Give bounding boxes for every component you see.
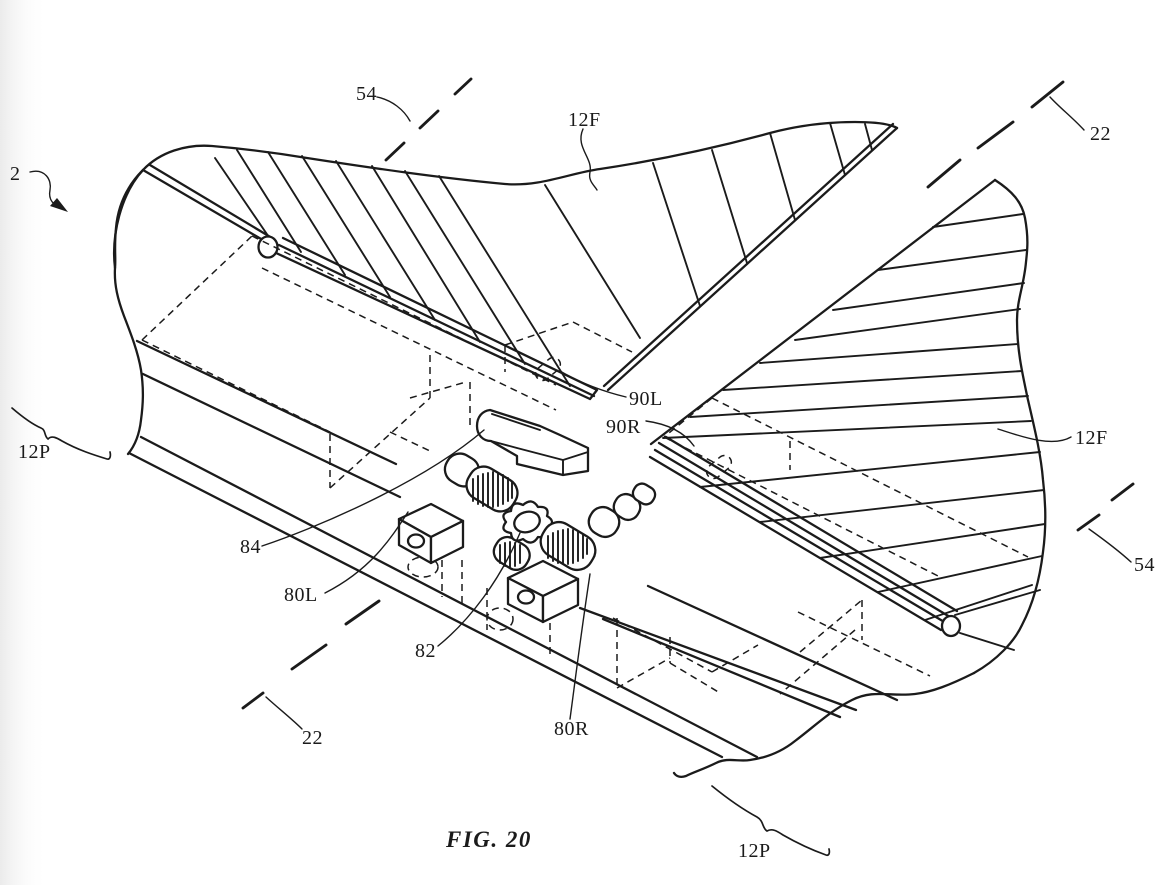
left-flap-face bbox=[143, 122, 897, 400]
leader-54-right bbox=[1088, 528, 1132, 563]
label-12f-right: 12F bbox=[1075, 427, 1108, 449]
hinge-mechanism bbox=[397, 356, 733, 624]
leader-90l bbox=[559, 370, 627, 398]
right-hinge-bar bbox=[648, 435, 959, 632]
rotation-axis-top-line bbox=[926, 80, 1065, 189]
bend-axis-right-line bbox=[1076, 482, 1135, 532]
hidden-edges bbox=[141, 235, 1029, 695]
label-80l: 80L bbox=[284, 584, 318, 606]
right-rod-end bbox=[940, 614, 962, 638]
left-flap-top-edge bbox=[113, 120, 899, 270]
leader-22-top bbox=[1049, 96, 1085, 131]
leader-22-bottom bbox=[265, 696, 303, 730]
block-left bbox=[397, 502, 465, 565]
label-54-top: 54 bbox=[356, 83, 377, 105]
reference-labels: 2 54 12F 22 12P 90L 90R 12F 84 80L 54 82… bbox=[10, 83, 1155, 862]
leader-90r bbox=[645, 420, 695, 447]
center-gear-bore bbox=[513, 510, 541, 534]
pin-left bbox=[534, 356, 562, 382]
scanned-page-edge bbox=[0, 0, 48, 885]
roller-right-knurl bbox=[547, 528, 588, 565]
right-flap-hatching bbox=[662, 213, 1046, 651]
bracket-cover-facets bbox=[490, 413, 589, 476]
label-54-right: 54 bbox=[1134, 554, 1155, 576]
leader-54-top bbox=[376, 96, 411, 122]
bend-axis-top-line bbox=[384, 77, 473, 162]
pin-right bbox=[705, 454, 733, 480]
axis-lines bbox=[241, 77, 1135, 710]
center-gear bbox=[502, 500, 554, 544]
label-80r: 80R bbox=[554, 718, 589, 740]
right-flap-face bbox=[650, 180, 1046, 673]
block-right bbox=[506, 559, 580, 624]
left-flap bbox=[113, 120, 899, 401]
brace-12p-left bbox=[11, 407, 112, 460]
brace-12p-bottom bbox=[711, 785, 831, 857]
right-flap-v-edge bbox=[649, 178, 997, 446]
right-flap-cut-edge bbox=[972, 178, 1047, 675]
leader-80r bbox=[569, 573, 591, 720]
label-82: 82 bbox=[415, 640, 436, 662]
left-flap-fold-edge bbox=[602, 122, 899, 392]
block-right-hole bbox=[516, 589, 536, 605]
roller-left-knurl bbox=[472, 471, 513, 508]
label-2: 2 bbox=[10, 163, 21, 185]
base-right-cut-edge bbox=[672, 671, 976, 778]
leader-82 bbox=[437, 532, 521, 647]
label-12f-top: 12F bbox=[568, 109, 601, 131]
label-12p-left: 12P bbox=[18, 441, 51, 463]
figure-caption: FIG. 20 bbox=[445, 827, 532, 852]
leader-80l bbox=[324, 511, 409, 594]
block-left-hole bbox=[406, 533, 426, 549]
label-12p-bottom: 12P bbox=[738, 840, 771, 862]
roller-left bbox=[443, 452, 519, 513]
label-90r: 90R bbox=[606, 416, 641, 438]
label-22-top: 22 bbox=[1090, 123, 1111, 145]
spline-shaft bbox=[492, 535, 531, 571]
left-flap-hatching bbox=[214, 122, 873, 387]
label-84: 84 bbox=[240, 536, 261, 558]
leader-84 bbox=[261, 429, 485, 547]
leader-12f-right bbox=[997, 428, 1072, 443]
rotation-axis-bottom-line bbox=[241, 599, 381, 710]
leader-lines bbox=[11, 96, 1132, 857]
base-rail-front-bottom bbox=[127, 451, 724, 759]
label-22-bottom: 22 bbox=[302, 727, 323, 749]
left-hinge-bar bbox=[272, 236, 599, 401]
right-flap bbox=[648, 178, 1047, 675]
base-rail-back bbox=[135, 339, 899, 702]
drawing: 2 54 12F 22 12P 90L 90R 12F 84 80L 54 82… bbox=[10, 77, 1155, 862]
leader-12f-top bbox=[580, 128, 598, 191]
left-flap-end-edge bbox=[141, 163, 274, 245]
base-rail-front-top bbox=[139, 435, 759, 759]
label-90l: 90L bbox=[629, 388, 663, 410]
arrowhead-2-icon bbox=[50, 198, 68, 212]
roller-right bbox=[539, 482, 657, 572]
